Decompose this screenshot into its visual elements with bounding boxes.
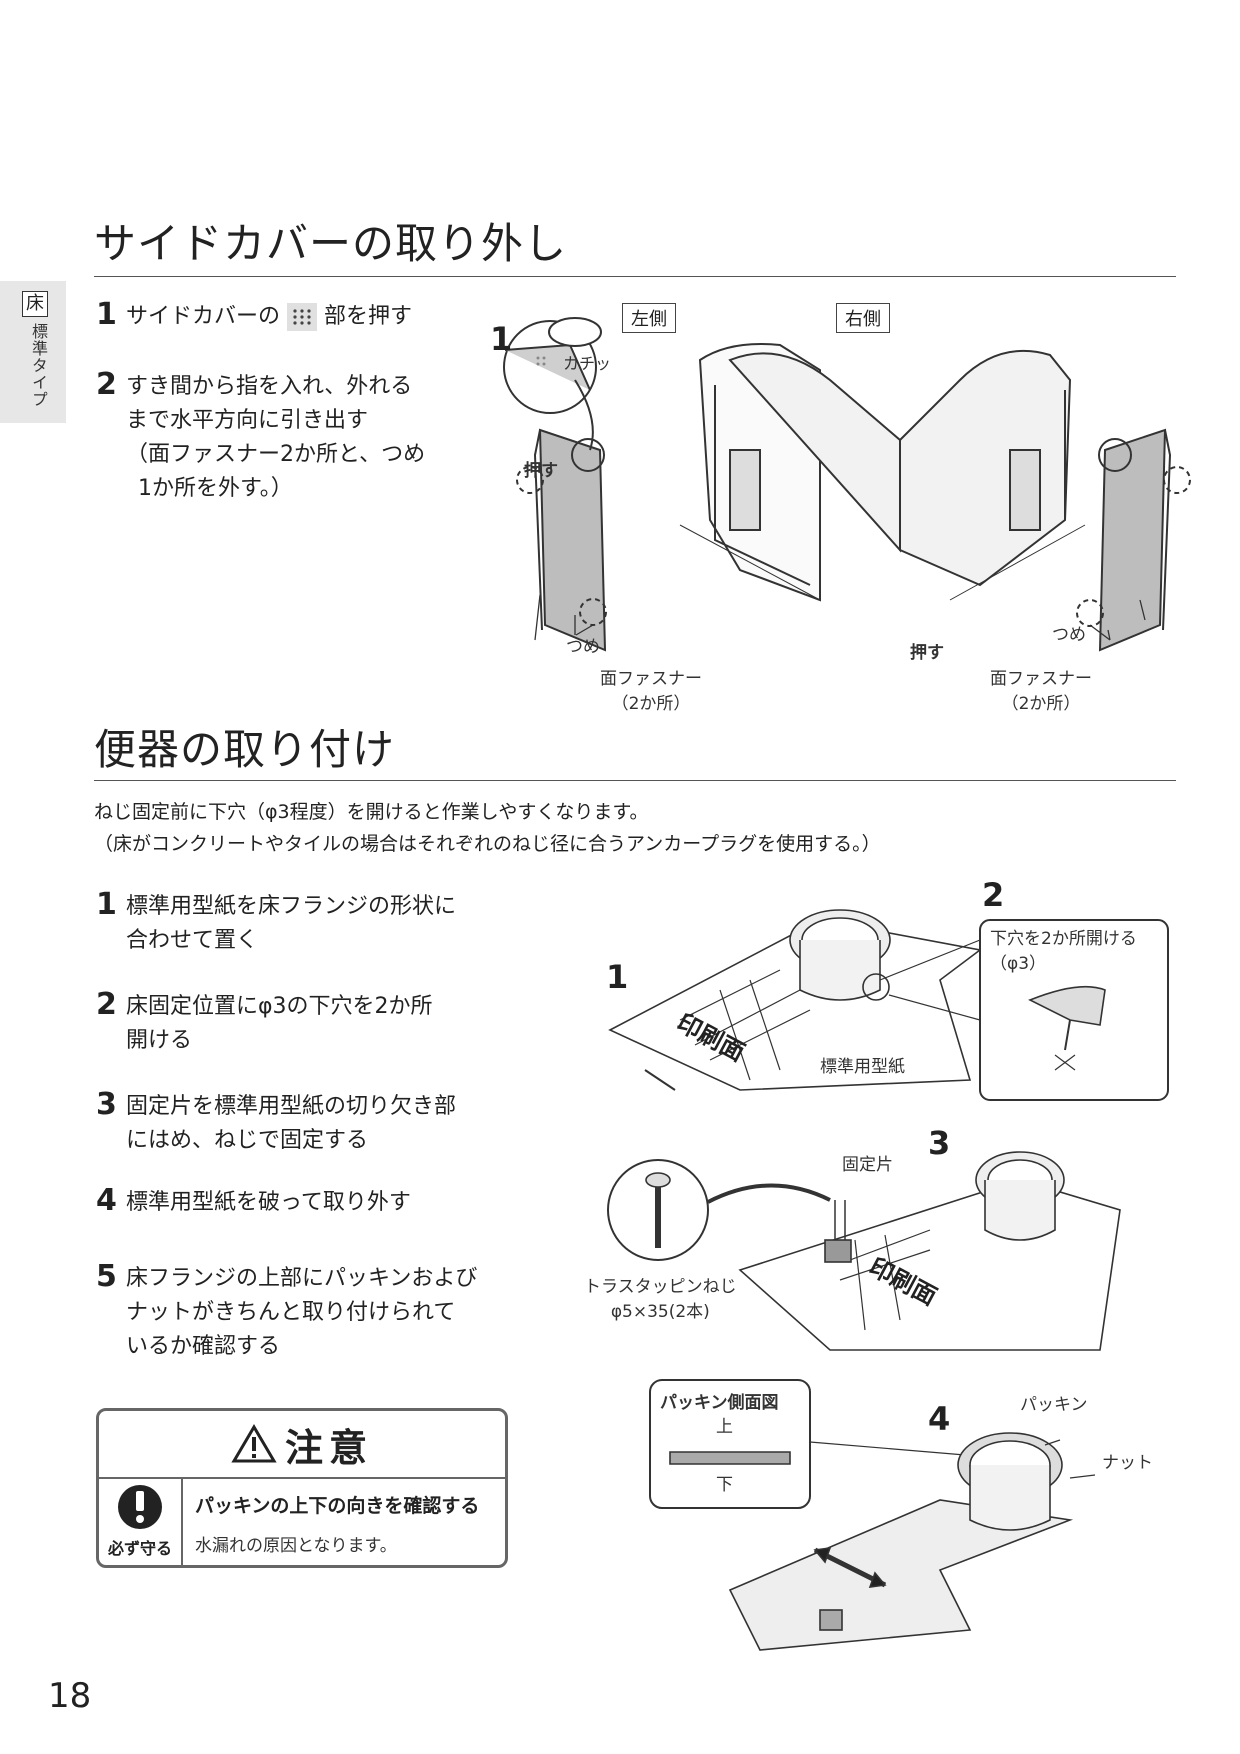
claw-label-right: つめ bbox=[1052, 625, 1086, 645]
left-side-label: 左側 bbox=[622, 303, 676, 333]
nut-label: ナット bbox=[1102, 1453, 1153, 1473]
warning-triangle-icon bbox=[231, 1424, 277, 1463]
mandatory-column: 必ず守る bbox=[99, 1479, 183, 1565]
packing-bottom-label: 下 bbox=[716, 1475, 733, 1495]
section-title-toilet-install: 便器の取り付け bbox=[94, 725, 396, 774]
fastener-label-left: 面ファスナー （2か所） bbox=[600, 669, 702, 714]
caution-heading: パッキンの上下の向きを確認する bbox=[195, 1495, 480, 1517]
side-cover-removal-figure bbox=[503, 317, 1191, 652]
figure-1-number: 1 bbox=[606, 958, 629, 996]
click-sound-label: カチッ bbox=[563, 354, 612, 373]
caution-body: 水漏れの原因となります。 bbox=[195, 1536, 397, 1556]
caution-title: 注意 bbox=[284, 1425, 373, 1470]
claw-label-left: つめ bbox=[566, 637, 600, 657]
caution-header: 注意 bbox=[99, 1411, 505, 1479]
packing-check-figure bbox=[649, 1379, 1096, 1651]
fastener-label-right: 面ファスナー （2か所） bbox=[990, 669, 1092, 714]
caution-box: 注意 必ず守る パッキンの上下の向きを確認する 水漏れの原因となります。 bbox=[96, 1408, 508, 1568]
side-cover-step-2: 2 すき間から指を入れ、外れる まで水平方向に引き出す （面ファスナー2か所と、… bbox=[96, 367, 426, 502]
packing-side-view-title: パッキン側面図 bbox=[660, 1393, 779, 1413]
section-divider bbox=[94, 276, 1176, 277]
category-kanji: 床 bbox=[22, 291, 48, 317]
fixing-piece-label: 固定片 bbox=[842, 1155, 893, 1175]
figure-step-number: 1 bbox=[490, 320, 513, 358]
push-label-right: 押す bbox=[910, 643, 944, 663]
install-step-1: 1 標準用型紙を床フランジの形状に 合わせて置く bbox=[96, 887, 457, 954]
dotted-press-area-icon bbox=[287, 303, 318, 331]
side-cover-step-1: 1 サイドカバーの 部を押す bbox=[96, 297, 413, 332]
category-side-tab: 床 標準タイプ bbox=[0, 281, 66, 423]
packing-top-label: 上 bbox=[716, 1417, 733, 1437]
fixing-piece-figure bbox=[607, 1151, 1121, 1351]
push-label-left: 押す bbox=[524, 461, 558, 481]
must-observe-label: 必ず守る bbox=[107, 1539, 172, 1558]
figure-2-number: 2 bbox=[982, 876, 1005, 914]
install-step-3: 3 固定片を標準用型紙の切り欠き部 にはめ、ねじで固定する bbox=[96, 1087, 457, 1154]
right-side-label: 右側 bbox=[836, 303, 890, 333]
figure-3-number: 3 bbox=[928, 1124, 951, 1162]
section-divider bbox=[94, 780, 1176, 781]
section-title-side-cover: サイドカバーの取り外し bbox=[94, 219, 568, 268]
template-placement-figure bbox=[608, 909, 1169, 1101]
screw-label: トラスタッピンねじ φ5×35(2本) bbox=[584, 1277, 737, 1322]
install-step-2: 2 床固定位置にφ3の下穴を2か所 開ける bbox=[96, 987, 433, 1054]
category-label: 標準タイプ bbox=[29, 323, 48, 408]
mandatory-exclamation-icon bbox=[118, 1485, 162, 1529]
packing-label: パッキン bbox=[1020, 1395, 1088, 1415]
install-step-5: 5 床フランジの上部にパッキンおよび ナットがきちんと取り付けられて いるか確認… bbox=[96, 1259, 478, 1360]
figure-4-number: 4 bbox=[928, 1400, 951, 1438]
drill-instruction-label: 下穴を2か所開ける （φ3） bbox=[990, 929, 1137, 974]
template-label: 標準用型紙 bbox=[820, 1057, 905, 1077]
install-step-4: 4 標準用型紙を破って取り外す bbox=[96, 1183, 411, 1218]
install-notes: ねじ固定前に下穴（φ3程度）を開けると作業しやすくなります。 （床がコンクリート… bbox=[94, 801, 881, 855]
page-number: 18 bbox=[48, 1676, 92, 1716]
